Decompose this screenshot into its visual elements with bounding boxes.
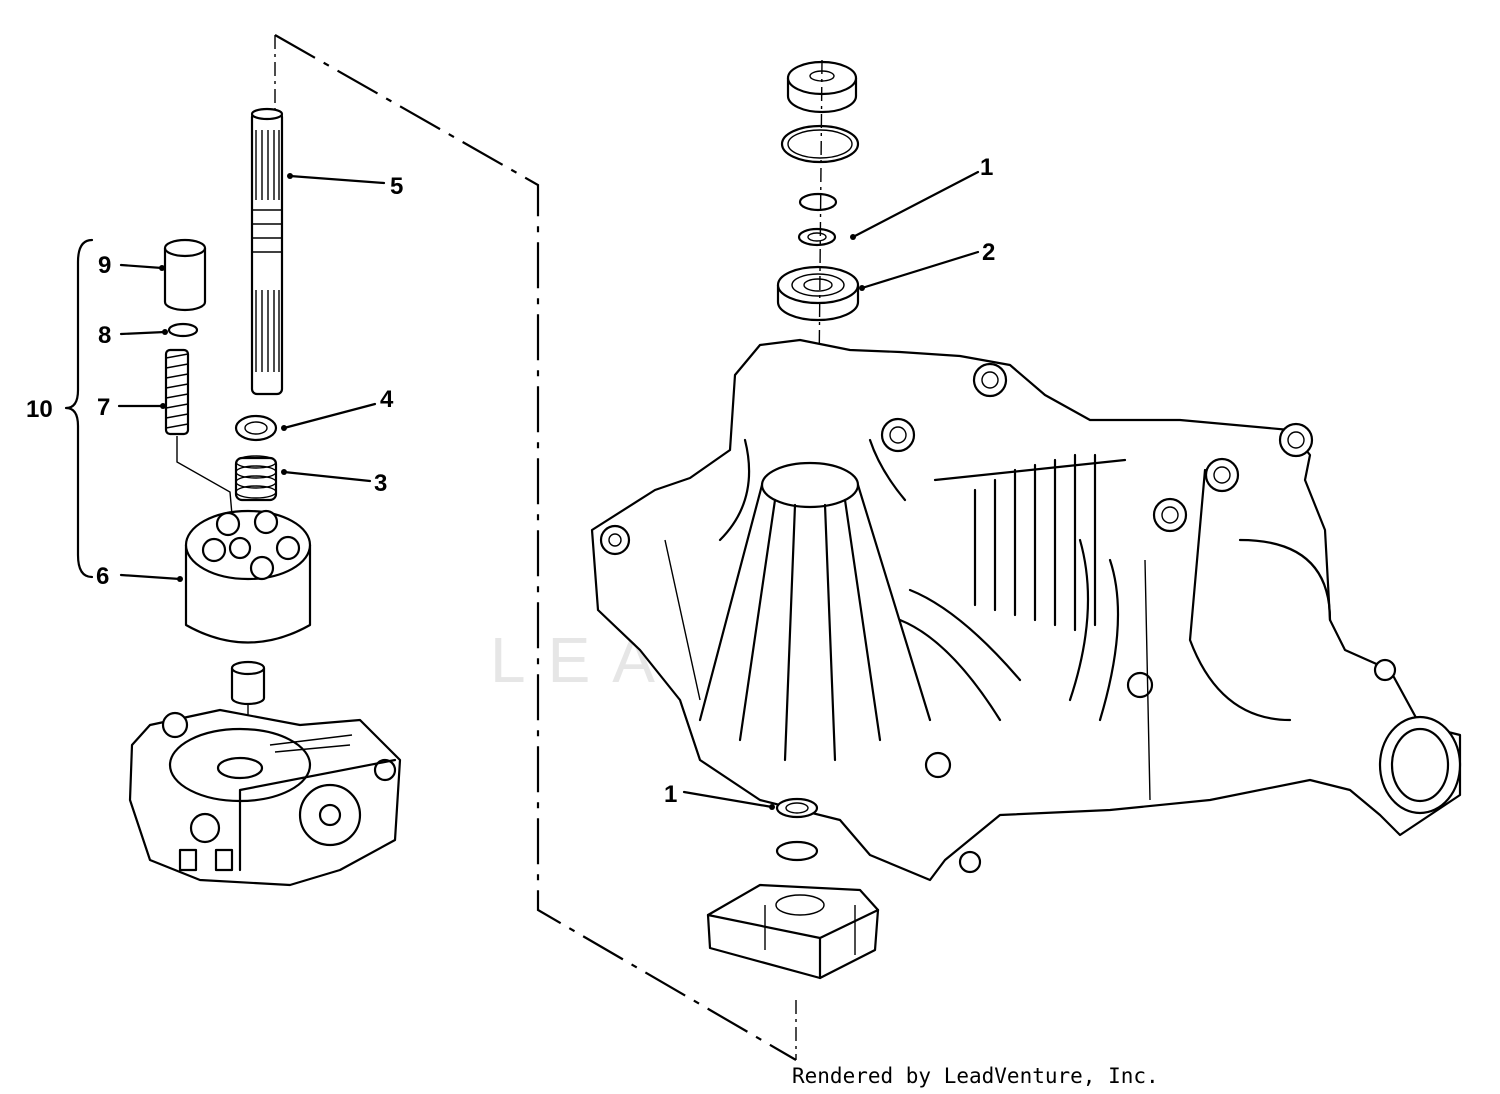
retaining-ring: [780, 124, 860, 164]
callout-9: 9: [98, 252, 111, 279]
lower-washer: [775, 840, 819, 862]
pump-shaft: [250, 107, 284, 396]
piston: [163, 238, 207, 312]
callout-10: 10: [26, 396, 53, 423]
callout-2: 2: [982, 239, 995, 266]
upper-snap-ring: [798, 192, 838, 212]
callout-3: 3: [374, 470, 387, 497]
callout-1-lower: 1: [664, 781, 677, 808]
cylinder-block: [184, 509, 312, 644]
bypass-plate: [706, 883, 880, 980]
callout-7: 7: [97, 394, 110, 421]
leader-lines: [64, 170, 980, 810]
rendered-by-credit: Rendered by LeadVenture, Inc.: [792, 1064, 1159, 1088]
callout-8: 8: [98, 322, 111, 349]
block-spring: [234, 455, 278, 502]
piston-spring: [164, 348, 233, 516]
transaxle-housing: [590, 338, 1462, 882]
center-section: [128, 708, 402, 887]
callout-labels: 5 4 3 9 8 7 6 10 1 2 1: [26, 154, 995, 808]
callout-4: 4: [380, 386, 394, 413]
assembly-boundary-line: [274, 34, 797, 1061]
pump-bushing: [230, 660, 266, 706]
callout-1-upper: 1: [980, 154, 993, 181]
piston-washer: [167, 322, 199, 338]
upper-washer: [797, 227, 837, 247]
callout-5: 5: [390, 173, 403, 200]
retaining-washer: [234, 414, 278, 442]
lower-snap-ring: [775, 797, 819, 819]
callout-6: 6: [96, 563, 109, 590]
ball-bearing: [776, 265, 860, 322]
